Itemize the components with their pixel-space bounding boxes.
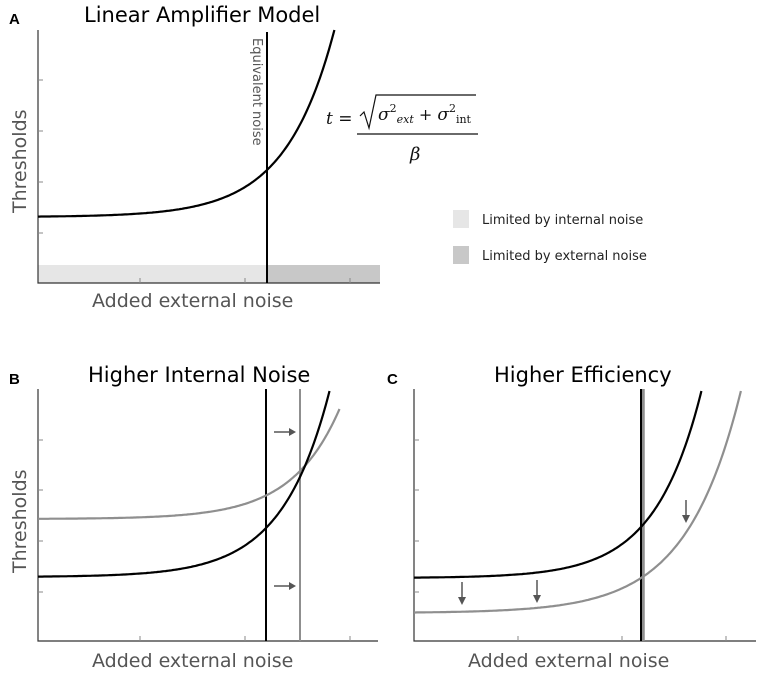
- panel-b: B Higher Internal Noise Thresholds Added…: [9, 363, 378, 672]
- legend-swatch-internal: [453, 210, 469, 228]
- panel-c-axes: [413, 389, 756, 642]
- panel-a-equivalent-noise-label: Equivalent noise: [249, 38, 264, 146]
- region-limited-by-external-noise: [268, 265, 380, 283]
- panel-b-y-axis-label: Thresholds: [9, 469, 31, 574]
- right-arrow-top-head: [289, 428, 296, 436]
- panel-b-shift-arrows: [274, 428, 296, 590]
- panel-a-x-ticks: [139, 278, 351, 283]
- panel-c-higher-efficiency-curve: [414, 390, 742, 614]
- panel-a-x-axis-label: Added external noise: [92, 290, 293, 312]
- panel-b-letter: B: [9, 371, 20, 388]
- equation: t = σ2ext + σ2int β: [326, 94, 478, 165]
- panel-a-title: Linear Amplifier Model: [84, 3, 320, 27]
- panel-c-shift-arrows: [458, 500, 690, 605]
- legend-label-internal: Limited by internal noise: [482, 213, 643, 228]
- panel-c-y-ticks: [414, 439, 419, 593]
- panel-c-letter: C: [387, 371, 398, 388]
- equation-numerator: σ2ext + σ2int: [378, 102, 472, 126]
- down-arrow-2-head: [533, 595, 541, 603]
- down-arrow-3-head: [682, 515, 690, 523]
- panel-b-baseline-curve: [38, 390, 331, 578]
- panel-b-axes: [37, 389, 378, 642]
- legend-label-external: Limited by external noise: [482, 249, 647, 264]
- equation-lhs: t =: [326, 109, 352, 129]
- panel-a-letter: A: [9, 11, 20, 28]
- panel-c-title: Higher Efficiency: [494, 363, 672, 387]
- panel-a: A Linear Amplifier Model Equivalent nois…: [9, 3, 647, 312]
- right-arrow-bottom-head: [289, 582, 296, 590]
- legend-swatch-external: [453, 246, 469, 264]
- legend: Limited by internal noise Limited by ext…: [453, 210, 647, 264]
- panel-b-title: Higher Internal Noise: [88, 363, 310, 387]
- panel-a-y-axis-label: Thresholds: [9, 109, 31, 214]
- down-arrow-1-head: [458, 597, 466, 605]
- panel-c-x-axis-label: Added external noise: [468, 650, 669, 672]
- panel-c-baseline-curve: [414, 390, 703, 579]
- panel-b-y-ticks: [38, 439, 43, 593]
- region-limited-by-internal-noise: [38, 265, 267, 283]
- panel-b-x-axis-label: Added external noise: [92, 650, 293, 672]
- panel-c: C Higher Efficiency Added external noise: [387, 363, 756, 672]
- panel-a-threshold-curve: [38, 29, 336, 218]
- equation-denominator: β: [409, 144, 420, 165]
- panel-a-y-ticks: [38, 79, 43, 234]
- equation-sqrt-symbol: [359, 94, 476, 131]
- panel-b-x-ticks: [139, 636, 351, 641]
- panel-c-x-ticks: [517, 636, 727, 641]
- panel-a-axes: [37, 30, 380, 284]
- panel-b-higher-noise-curve: [38, 408, 341, 520]
